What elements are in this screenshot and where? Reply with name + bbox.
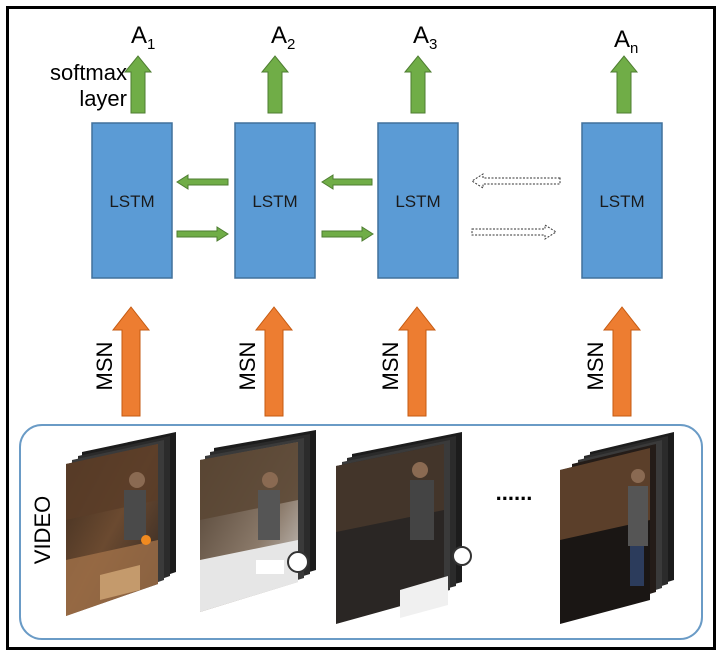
lstm-box-2 bbox=[234, 122, 316, 279]
forward-arrow-2 bbox=[321, 226, 374, 242]
video-clip-3 bbox=[336, 432, 472, 624]
ellipsis: ...... bbox=[496, 480, 533, 505]
lstm-label-2: LSTM bbox=[252, 192, 297, 211]
msn-arrow-n bbox=[602, 306, 642, 417]
softmax-arrow-n bbox=[609, 55, 639, 114]
backward-arrow-1 bbox=[176, 174, 229, 190]
softmax-label: softmax bbox=[50, 60, 127, 85]
msn-arrow-2 bbox=[254, 306, 294, 417]
output-label-a1: A1 bbox=[131, 22, 155, 53]
msn-arrow-3 bbox=[397, 306, 437, 417]
lstm-box-3 bbox=[377, 122, 459, 279]
video-container bbox=[19, 424, 703, 640]
msn-arrow-1 bbox=[111, 306, 151, 417]
lstm-label-n: LSTM bbox=[599, 192, 644, 211]
video-clip-1 bbox=[66, 432, 176, 616]
forward-arrow-1 bbox=[176, 226, 229, 242]
forward-arrow-dashed bbox=[471, 224, 557, 240]
output-label-an: An bbox=[614, 26, 638, 57]
lstm-label-1: LSTM bbox=[109, 192, 154, 211]
video-label: VIDEO bbox=[30, 496, 55, 564]
layer-label: layer bbox=[79, 86, 127, 111]
backward-arrow-dashed bbox=[471, 173, 561, 189]
output-label-a2: A2 bbox=[271, 22, 295, 53]
figure-frame bbox=[6, 6, 716, 650]
softmax-arrow-1 bbox=[123, 55, 153, 114]
output-label-a3: A3 bbox=[413, 22, 437, 53]
backward-arrow-2 bbox=[321, 174, 373, 190]
video-clip-2 bbox=[200, 430, 316, 612]
lstm-label-3: LSTM bbox=[395, 192, 440, 211]
video-clip-n bbox=[560, 432, 674, 624]
msn-label-3: MSN bbox=[378, 342, 403, 391]
softmax-arrow-3 bbox=[403, 55, 433, 114]
msn-label-n: MSN bbox=[583, 342, 608, 391]
lstm-box-n bbox=[581, 122, 663, 279]
msn-label-1: MSN bbox=[92, 342, 117, 391]
msn-label-2: MSN bbox=[235, 342, 260, 391]
softmax-arrow-2 bbox=[260, 55, 290, 114]
lstm-box-1 bbox=[91, 122, 173, 279]
